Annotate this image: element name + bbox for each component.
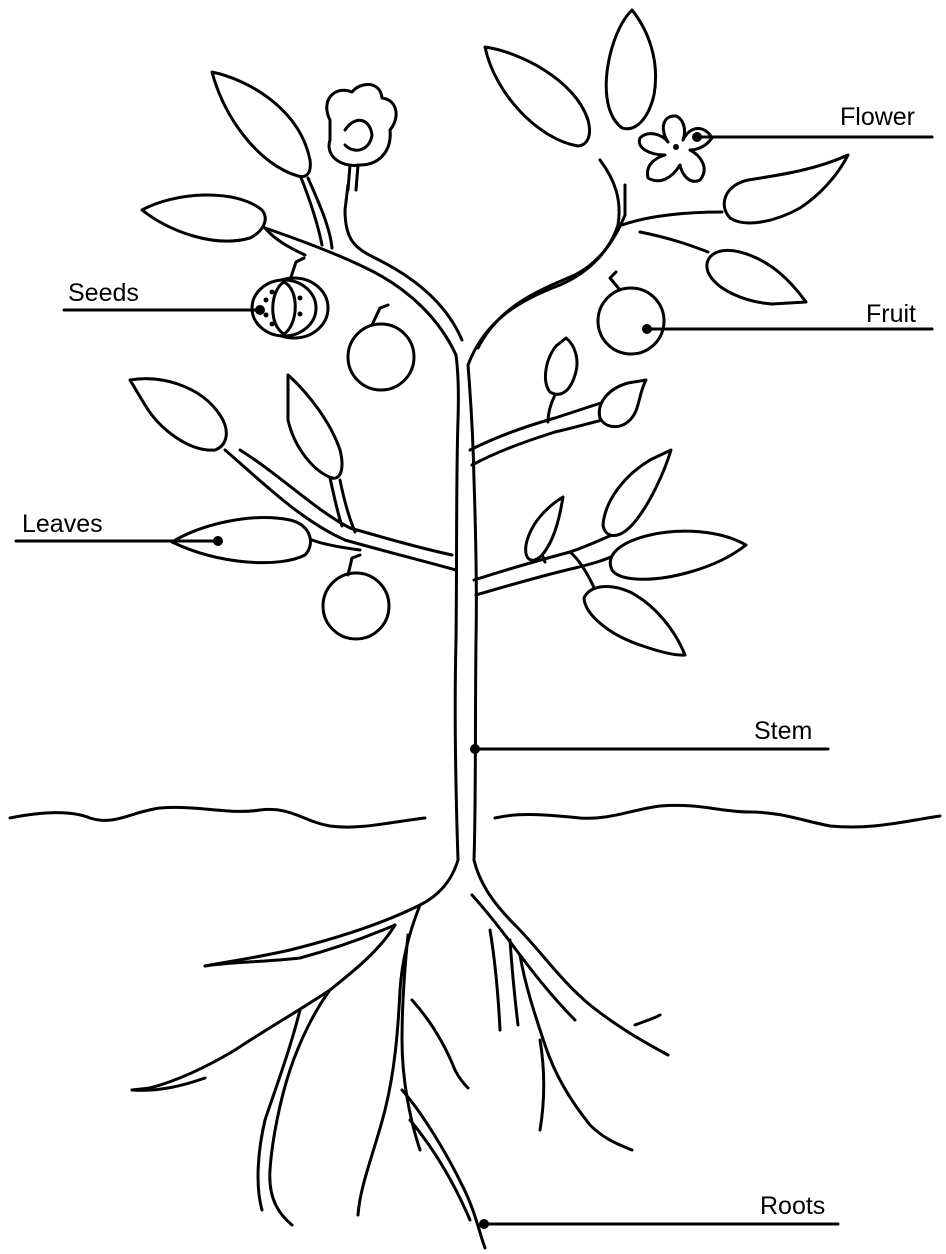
roots-pointer-dot — [479, 1219, 489, 1229]
flower-pointer-dot — [692, 132, 702, 142]
leaf — [212, 72, 310, 177]
fruit — [348, 324, 414, 390]
leaf — [526, 497, 563, 560]
leaf — [724, 155, 848, 223]
leaf — [485, 47, 590, 146]
leaf — [599, 380, 646, 427]
fruit-label: Fruit — [866, 302, 916, 327]
roots-group — [132, 860, 668, 1248]
flower-label: Flower — [840, 105, 915, 130]
roots-label: Roots — [760, 1194, 825, 1219]
stem-pointer-dot — [470, 744, 480, 754]
leaf — [288, 375, 342, 478]
fruit-pointer-dot — [642, 324, 652, 334]
branches — [225, 160, 722, 860]
seeds-label: Seeds — [68, 281, 139, 306]
leaf — [142, 195, 265, 241]
seeds-pointer-dot — [255, 305, 265, 315]
flower-blossom — [639, 116, 712, 181]
leaf — [130, 379, 226, 450]
stem-label: Stem — [754, 719, 812, 744]
leaf — [610, 531, 746, 579]
flower-bud — [327, 84, 396, 190]
leaf — [603, 450, 671, 536]
leaves-label: Leaves — [22, 512, 103, 537]
leaf — [606, 10, 655, 129]
seeds-cut-fruit — [252, 258, 328, 338]
leaf — [545, 338, 577, 394]
fruit — [598, 288, 664, 354]
leaves-pointer-dot — [213, 536, 223, 546]
fruit — [323, 573, 389, 639]
leaf — [584, 586, 685, 655]
leaf — [707, 250, 806, 304]
